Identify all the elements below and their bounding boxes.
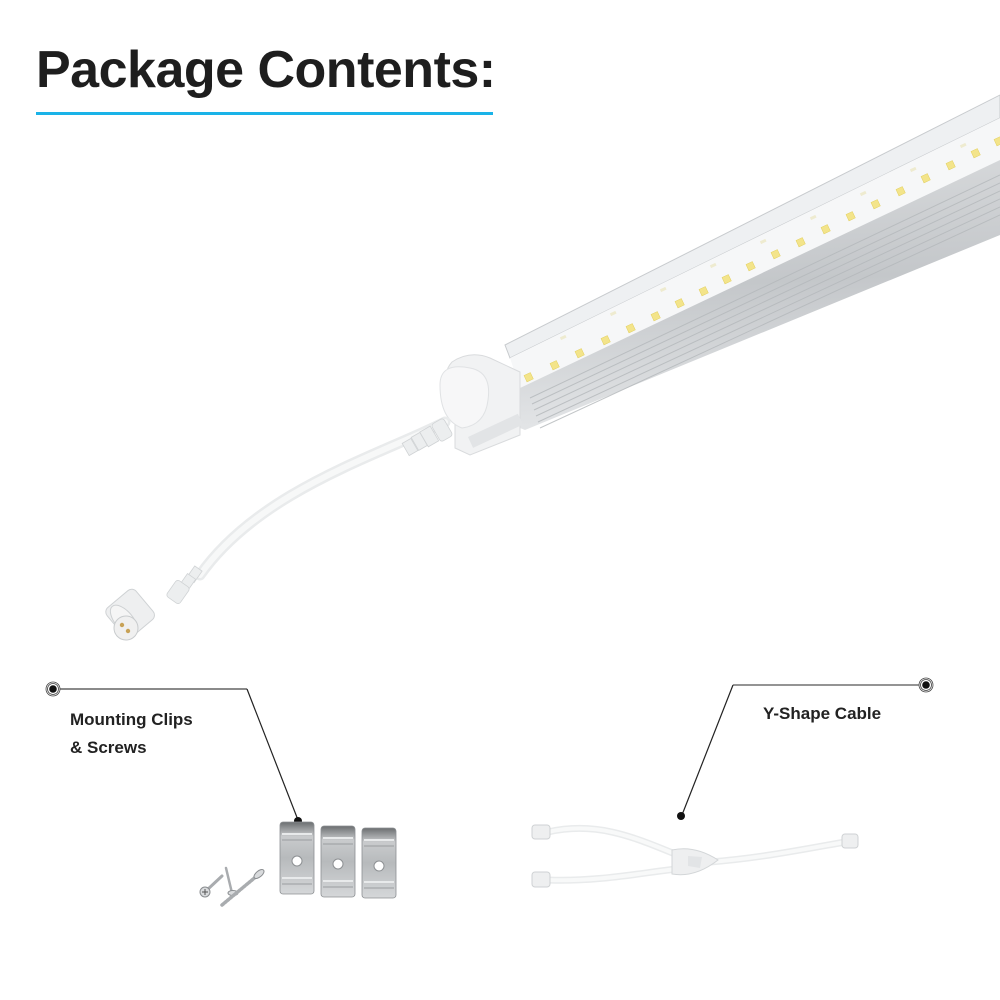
screws bbox=[199, 866, 265, 907]
page-title: Package Contents: bbox=[36, 41, 496, 99]
mounting-clip bbox=[361, 827, 397, 899]
connector-cable bbox=[105, 416, 453, 641]
y-shape-cable bbox=[531, 824, 859, 888]
title-underline bbox=[36, 112, 493, 115]
mounting-clips-label-line1: Mounting Clips bbox=[70, 710, 193, 729]
callout-y-shape-cable bbox=[677, 677, 934, 820]
mounting-clips-label: Mounting Clips & Screws bbox=[70, 706, 270, 762]
mounting-clips bbox=[279, 821, 397, 899]
y-shape-cable-label: Y-Shape Cable bbox=[763, 704, 882, 723]
mounting-clip bbox=[279, 821, 315, 895]
led-chips bbox=[523, 136, 1000, 383]
mounting-clips-label-line2: & Screws bbox=[70, 738, 147, 757]
led-tube bbox=[439, 94, 1000, 456]
mounting-clip bbox=[320, 825, 356, 898]
